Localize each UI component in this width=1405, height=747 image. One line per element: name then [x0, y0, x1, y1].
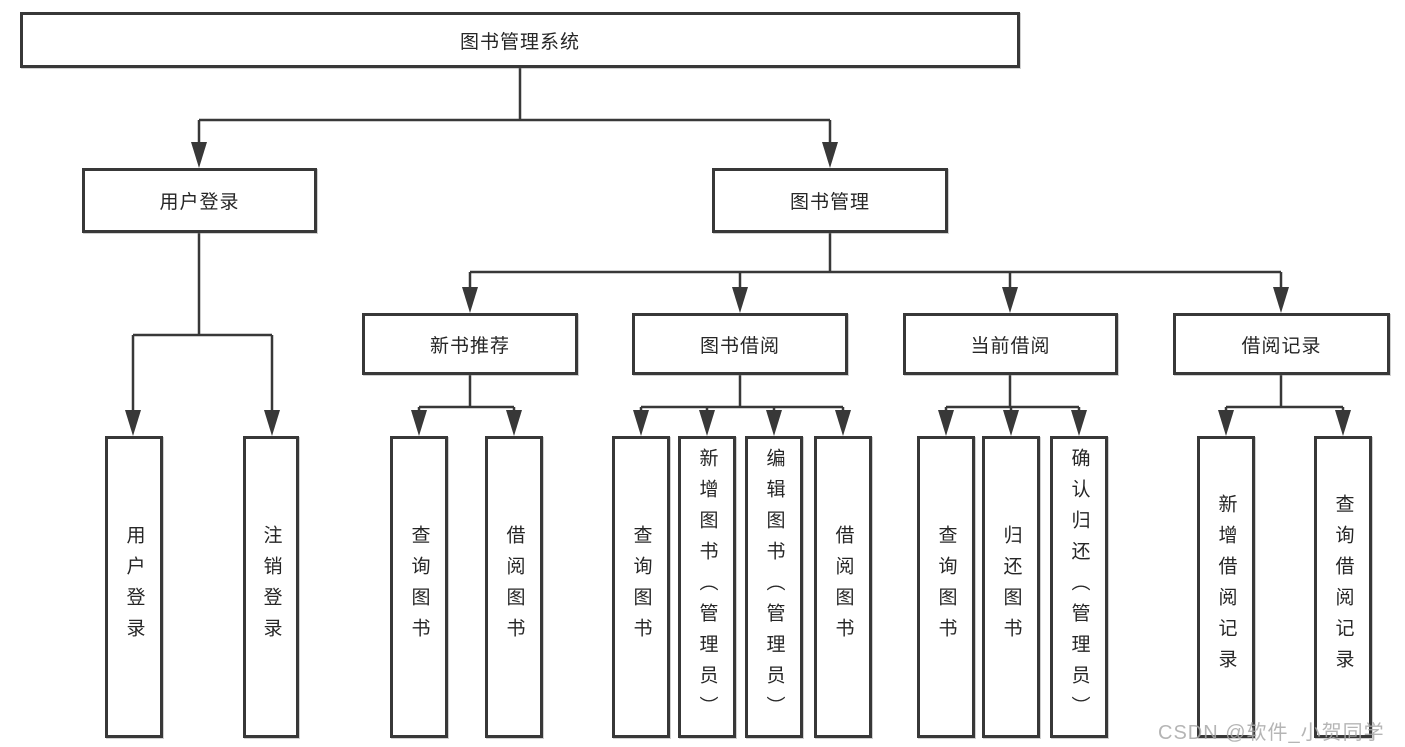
connector-borrow-records-to-leaves — [1224, 375, 1345, 428]
leaf-label: 归还图书 — [1000, 525, 1022, 649]
connector-book-borrow-to-leaves — [639, 375, 845, 428]
leaf-user-login: 用户登录 — [105, 436, 163, 738]
leaf-edit-books-admin: 编辑图书（管理员） — [745, 436, 803, 738]
leaf-borrow-books: 借阅图书 — [485, 436, 543, 738]
leaf-confirm-return-admin: 确认归还（管理员） — [1050, 436, 1108, 738]
leaf-label: 查询图书 — [630, 525, 652, 649]
leaf-query-books: 查询图书 — [390, 436, 448, 738]
connector-root-to-level1 — [197, 68, 832, 160]
connector-user-login-to-leaves — [131, 233, 274, 428]
leaf-label: 确认归还（管理员） — [1068, 447, 1090, 727]
node-current-borrowing: 当前借阅 — [903, 313, 1118, 375]
leaf-label: 新增图书（管理员） — [696, 447, 718, 727]
leaf-add-borrow-record: 新增借阅记录 — [1197, 436, 1255, 738]
leaf-label: 注销登录 — [260, 525, 282, 649]
leaf-label: 用户登录 — [123, 525, 145, 649]
node-new-book-recommend: 新书推荐 — [362, 313, 578, 375]
leaf-label: 新增借阅记录 — [1215, 494, 1237, 680]
leaf-query-borrow-record: 查询借阅记录 — [1314, 436, 1372, 738]
node-book-management: 图书管理 — [712, 168, 948, 233]
leaf-label: 查询图书 — [935, 525, 957, 649]
leaf-label: 查询借阅记录 — [1332, 494, 1354, 680]
node-library-system: 图书管理系统 — [20, 12, 1020, 68]
leaf-label: 编辑图书（管理员） — [763, 447, 785, 727]
leaf-label: 借阅图书 — [832, 525, 854, 649]
node-user-login: 用户登录 — [82, 168, 317, 233]
connector-book-mgmt-to-level2 — [468, 233, 1283, 305]
connector-new-book-to-leaves — [417, 375, 516, 428]
node-book-borrowing: 图书借阅 — [632, 313, 848, 375]
leaf-logout: 注销登录 — [243, 436, 299, 738]
watermark: CSDN @软件_小贺同学 — [1158, 722, 1385, 744]
leaf-label: 查询图书 — [408, 525, 430, 649]
node-borrowing-records: 借阅记录 — [1173, 313, 1390, 375]
leaf-label: 借阅图书 — [503, 525, 525, 649]
leaf-return-books: 归还图书 — [982, 436, 1040, 738]
leaf-query-books-3: 查询图书 — [917, 436, 975, 738]
leaf-query-books-2: 查询图书 — [612, 436, 670, 738]
connector-current-borrow-to-leaves — [944, 375, 1081, 428]
leaf-borrow-books-2: 借阅图书 — [814, 436, 872, 738]
leaf-add-books-admin: 新增图书（管理员） — [678, 436, 736, 738]
